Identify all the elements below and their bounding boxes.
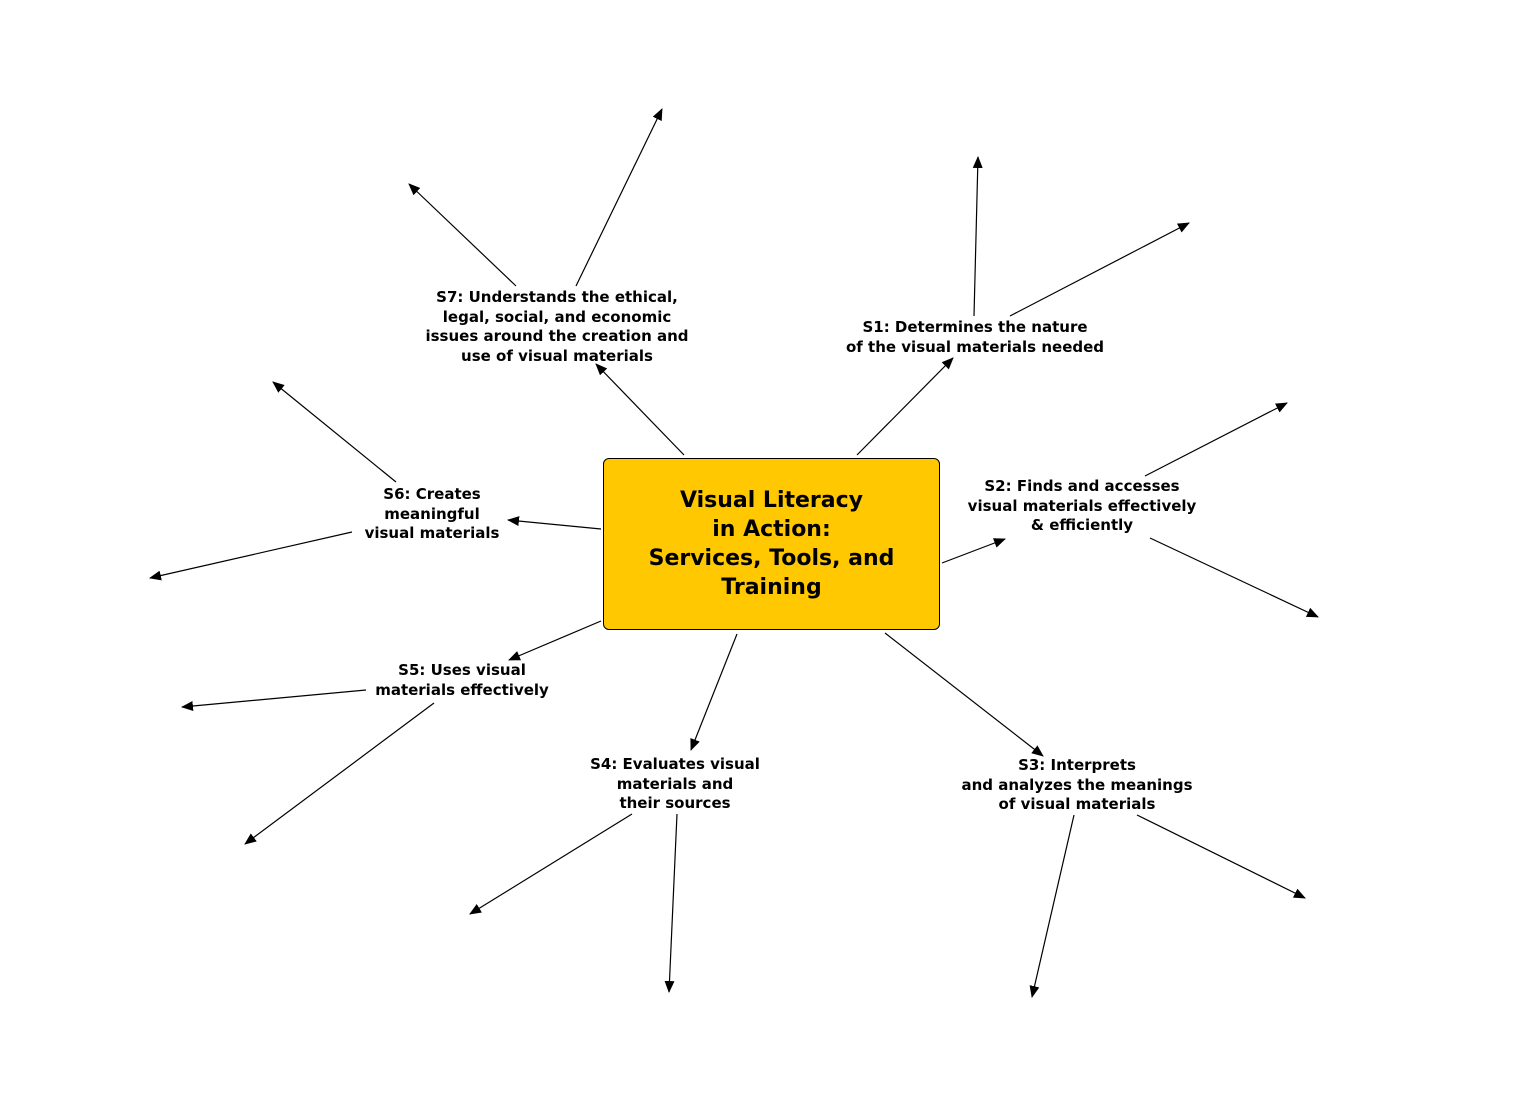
s5-branch-2-arrow	[244, 702, 435, 845]
s3-branch-2-arrow	[1136, 814, 1306, 899]
s3-label: S3: Interprets and analyzes the meanings…	[961, 756, 1193, 813]
s6-branch-1-arrow	[272, 381, 397, 483]
s2-branch-1-arrow	[1144, 402, 1288, 477]
s6-branch-2-arrow	[149, 531, 353, 581]
center-to-s2-arrow	[941, 538, 1006, 564]
s7-branch-1-arrow	[408, 183, 517, 287]
s7-label: S7: Understands the ethical, legal, soci…	[425, 288, 689, 365]
s6-label: S6: Creates meaningful visual materials	[364, 485, 500, 542]
center-to-s3-arrow	[884, 632, 1044, 757]
s7-branch-2-arrow	[575, 108, 663, 287]
connector-layer	[149, 108, 1319, 998]
s4-branch-2-arrow	[664, 813, 678, 993]
s5-branch-1-arrow	[181, 689, 367, 711]
s5-label: S5: Uses visual materials effectively	[375, 661, 549, 699]
s1-branch-2-arrow	[1009, 222, 1190, 317]
center-to-s1-arrow	[856, 357, 954, 456]
s4-branch-1-arrow	[469, 813, 633, 915]
s2-label: S2: Finds and accesses visual materials …	[967, 477, 1197, 534]
central-topic-title: Visual Literacy in Action: Services, Too…	[648, 488, 895, 600]
center-to-s7-arrow	[595, 363, 685, 456]
center-to-s5-arrow	[508, 620, 602, 661]
s1-label: S1: Determines the nature of the visual …	[845, 318, 1105, 356]
center-to-s6-arrow	[507, 516, 602, 530]
s2-branch-2-arrow	[1149, 537, 1319, 618]
center-to-s4-arrow	[690, 633, 738, 751]
s1-branch-1-arrow	[972, 156, 983, 317]
s3-branch-1-arrow	[1029, 814, 1075, 998]
central-topic-box: Visual Literacy in Action: Services, Too…	[603, 458, 940, 630]
s4-label: S4: Evaluates visual materials and their…	[590, 755, 760, 812]
